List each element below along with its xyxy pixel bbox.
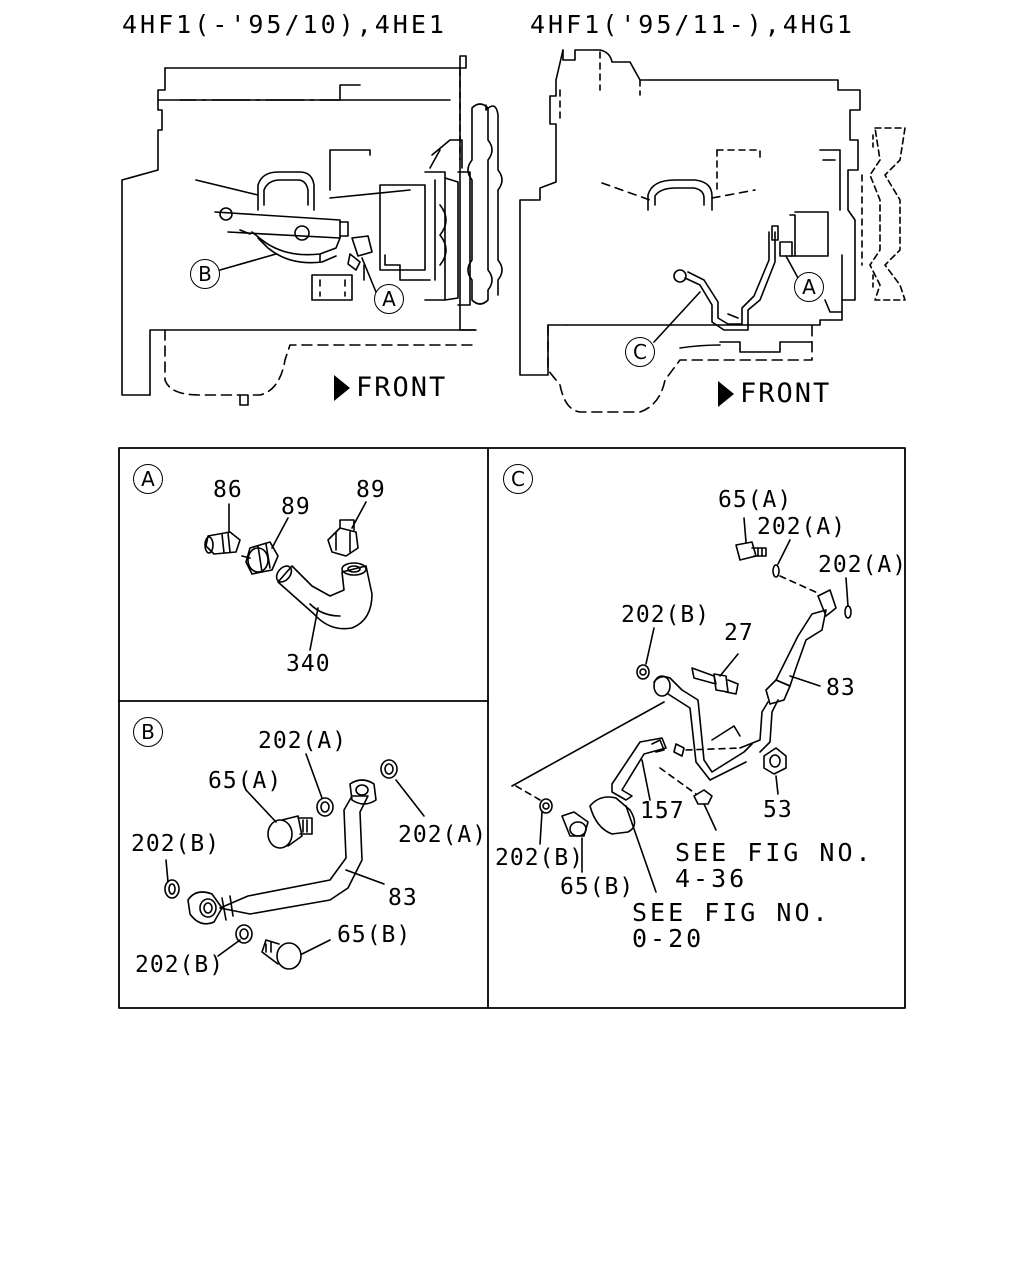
panel-a-parts xyxy=(205,502,372,650)
detail-panels-frame xyxy=(119,448,905,1008)
label-202b-c2: 202(B) xyxy=(495,845,585,871)
label-340: 340 xyxy=(286,651,331,677)
label-202a-right: 202(A) xyxy=(398,822,488,848)
note-see-fig-4-36-line1: SEE FIG NO. xyxy=(675,838,874,867)
label-65a-c: 65(A) xyxy=(718,487,793,513)
label-89-left: 89 xyxy=(281,494,311,520)
label-83-c: 83 xyxy=(826,675,856,701)
panel-c-badge: C xyxy=(503,464,533,494)
callout-a-left: A xyxy=(374,284,404,314)
note-see-fig-0-20-line2: 0-20 xyxy=(632,924,705,953)
label-83-b: 83 xyxy=(388,885,418,911)
left-engine-outline xyxy=(122,56,502,405)
label-202b-bottom: 202(B) xyxy=(135,952,225,978)
label-65b: 65(B) xyxy=(337,922,412,948)
label-86: 86 xyxy=(213,477,243,503)
right-engine-outline xyxy=(520,50,905,412)
callout-b-left: B xyxy=(190,259,220,289)
panel-a-badge: A xyxy=(133,464,163,494)
panel-b-parts xyxy=(165,754,424,969)
label-202a-c1: 202(A) xyxy=(757,514,847,540)
arrow-right-icon xyxy=(718,380,734,407)
label-202b-c1: 202(B) xyxy=(621,602,711,628)
label-27: 27 xyxy=(724,620,754,646)
callout-c-right: C xyxy=(625,337,655,367)
label-89-right: 89 xyxy=(356,477,386,503)
label-65b-c: 65(B) xyxy=(560,874,635,900)
panel-c-parts xyxy=(512,518,851,892)
right-engine-title: 4HF1('95/11-),4HG1 xyxy=(530,10,855,39)
note-see-fig-4-36-line2: 4-36 xyxy=(675,864,748,893)
panel-b-badge: B xyxy=(133,717,163,747)
front-label-right: FRONT xyxy=(718,378,831,409)
callout-a-right: A xyxy=(794,272,824,302)
left-engine-title: 4HF1(-'95/10),4HE1 xyxy=(122,10,447,39)
label-202a-top: 202(A) xyxy=(258,728,348,754)
front-label-left: FRONT xyxy=(334,372,447,403)
label-202b-left: 202(B) xyxy=(131,831,221,857)
arrow-right-icon xyxy=(334,374,350,401)
note-see-fig-0-20-line1: SEE FIG NO. xyxy=(632,898,831,927)
label-202a-c2: 202(A) xyxy=(818,552,908,578)
label-65a: 65(A) xyxy=(208,768,283,794)
label-157: 157 xyxy=(640,798,685,824)
label-53: 53 xyxy=(763,797,793,823)
